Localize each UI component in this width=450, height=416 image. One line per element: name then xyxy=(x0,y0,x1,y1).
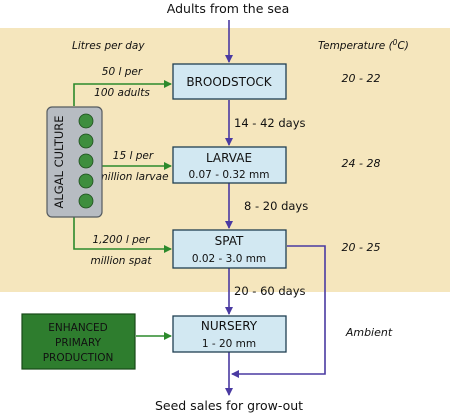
stage-box xyxy=(172,229,287,269)
enhanced-line3: PRODUCTION xyxy=(43,352,114,364)
arrow-spat-bypass-to-sales xyxy=(231,245,326,378)
stage-nursery: NURSERY 1 - 20 mm xyxy=(172,315,287,353)
algae-culture-dot xyxy=(78,173,94,189)
stage-size: 0.07 - 0.32 mm xyxy=(188,169,269,181)
stage-box xyxy=(172,63,287,100)
sink-label: Seed sales for grow-out xyxy=(155,398,303,413)
algal-culture-label: ALGAL CULTURE xyxy=(52,115,66,208)
feed-arrow-spat xyxy=(73,217,172,253)
temperature-larvae: 24 - 28 xyxy=(342,157,381,170)
enhanced-line2: PRIMARY xyxy=(55,337,102,349)
temperature-nursery: Ambient xyxy=(345,326,393,339)
algae-culture-dot xyxy=(78,133,94,149)
stage-name: SPAT xyxy=(215,234,244,248)
feed-arrow-broodstock xyxy=(73,80,172,106)
stage-size: 1 - 20 mm xyxy=(202,338,256,350)
duration-broodstock-larvae: 14 - 42 days xyxy=(234,116,306,130)
algae-culture-dot xyxy=(78,113,94,129)
stage-name: BROODSTOCK xyxy=(186,75,272,89)
stage-box xyxy=(172,315,287,353)
duration-larvae-spat: 8 - 20 days xyxy=(244,199,308,213)
feed-rate-spat-line2: million spat xyxy=(90,255,152,267)
feed-rate-broodstock-line1: 50 l per xyxy=(102,66,143,78)
temperature-column-header: Temperature (0C) xyxy=(318,38,409,52)
feed-rate-broodstock-line2: 100 adults xyxy=(94,87,150,99)
enhanced-production-box xyxy=(21,313,136,370)
stage-larvae: LARVAE 0.07 - 0.32 mm xyxy=(172,146,287,184)
stage-broodstock: BROODSTOCK xyxy=(172,63,287,100)
feed-rate-spat-line1: 1,200 l per xyxy=(92,234,150,246)
stage-spat: SPAT 0.02 - 3.0 mm xyxy=(172,229,287,269)
stage-name: NURSERY xyxy=(201,319,258,333)
enhanced-primary-production: ENHANCED PRIMARY PRODUCTION xyxy=(21,313,136,370)
algae-culture-dot xyxy=(78,193,94,209)
enhanced-line1: ENHANCED xyxy=(48,322,107,334)
temperature-broodstock: 20 - 22 xyxy=(342,72,381,85)
algal-culture-panel: ALGAL CULTURE xyxy=(46,106,103,218)
stage-name: LARVAE xyxy=(206,151,252,165)
algae-culture-dot xyxy=(78,153,94,169)
temperature-spat: 20 - 25 xyxy=(342,241,381,254)
feed-column-header: Litres per day xyxy=(72,40,145,52)
feed-rate-larvae-line1: 15 l per xyxy=(113,150,154,162)
stage-size: 0.02 - 3.0 mm xyxy=(192,253,266,265)
duration-spat-nursery: 20 - 60 days xyxy=(234,284,306,298)
feed-rate-larvae-line2: million larvae xyxy=(97,171,168,183)
source-label: Adults from the sea xyxy=(167,1,289,16)
stage-box xyxy=(172,146,287,184)
